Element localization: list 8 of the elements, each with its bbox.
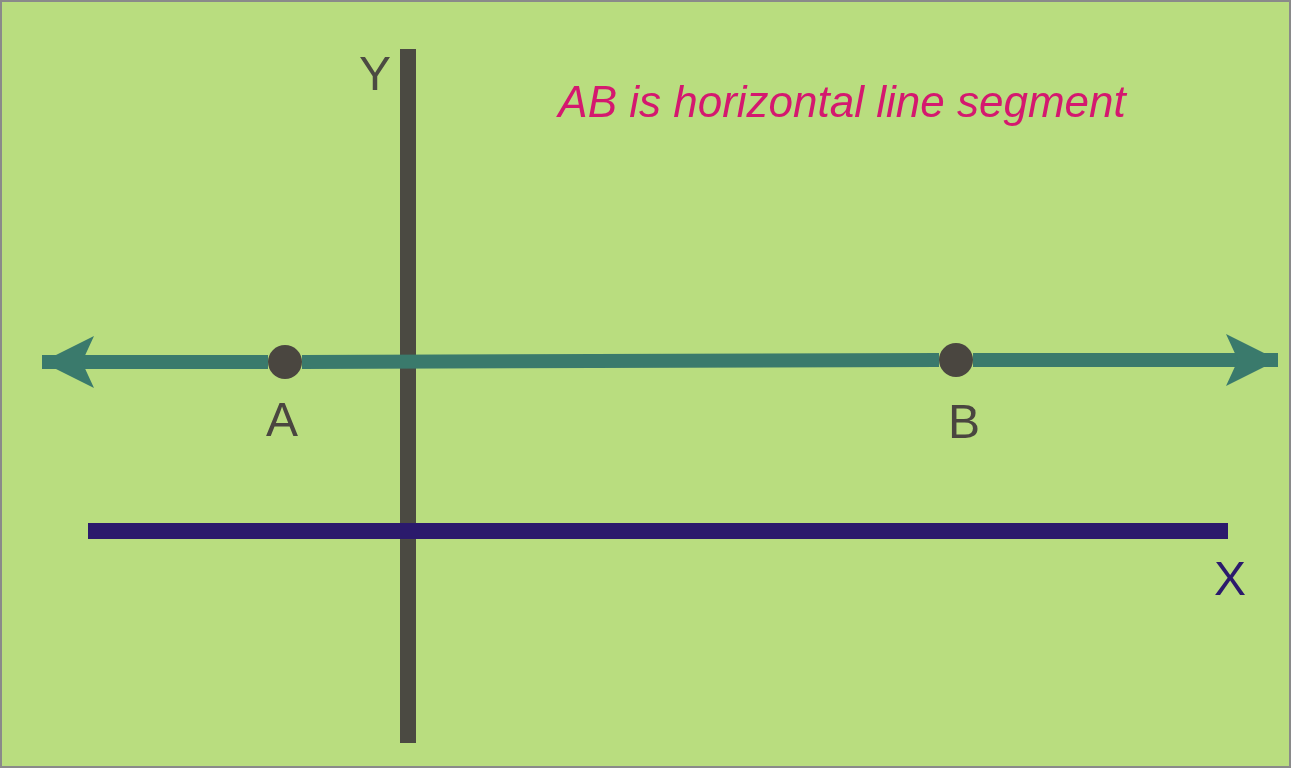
arrow — [42, 336, 268, 388]
arrow — [973, 334, 1278, 386]
point-label: B — [948, 398, 980, 446]
title: AB is horizontal line segment — [558, 80, 1126, 124]
point-label: A — [266, 396, 298, 444]
line-segment — [301, 353, 940, 369]
axis-label: X — [1214, 555, 1246, 603]
axis-label: Y — [359, 50, 391, 98]
